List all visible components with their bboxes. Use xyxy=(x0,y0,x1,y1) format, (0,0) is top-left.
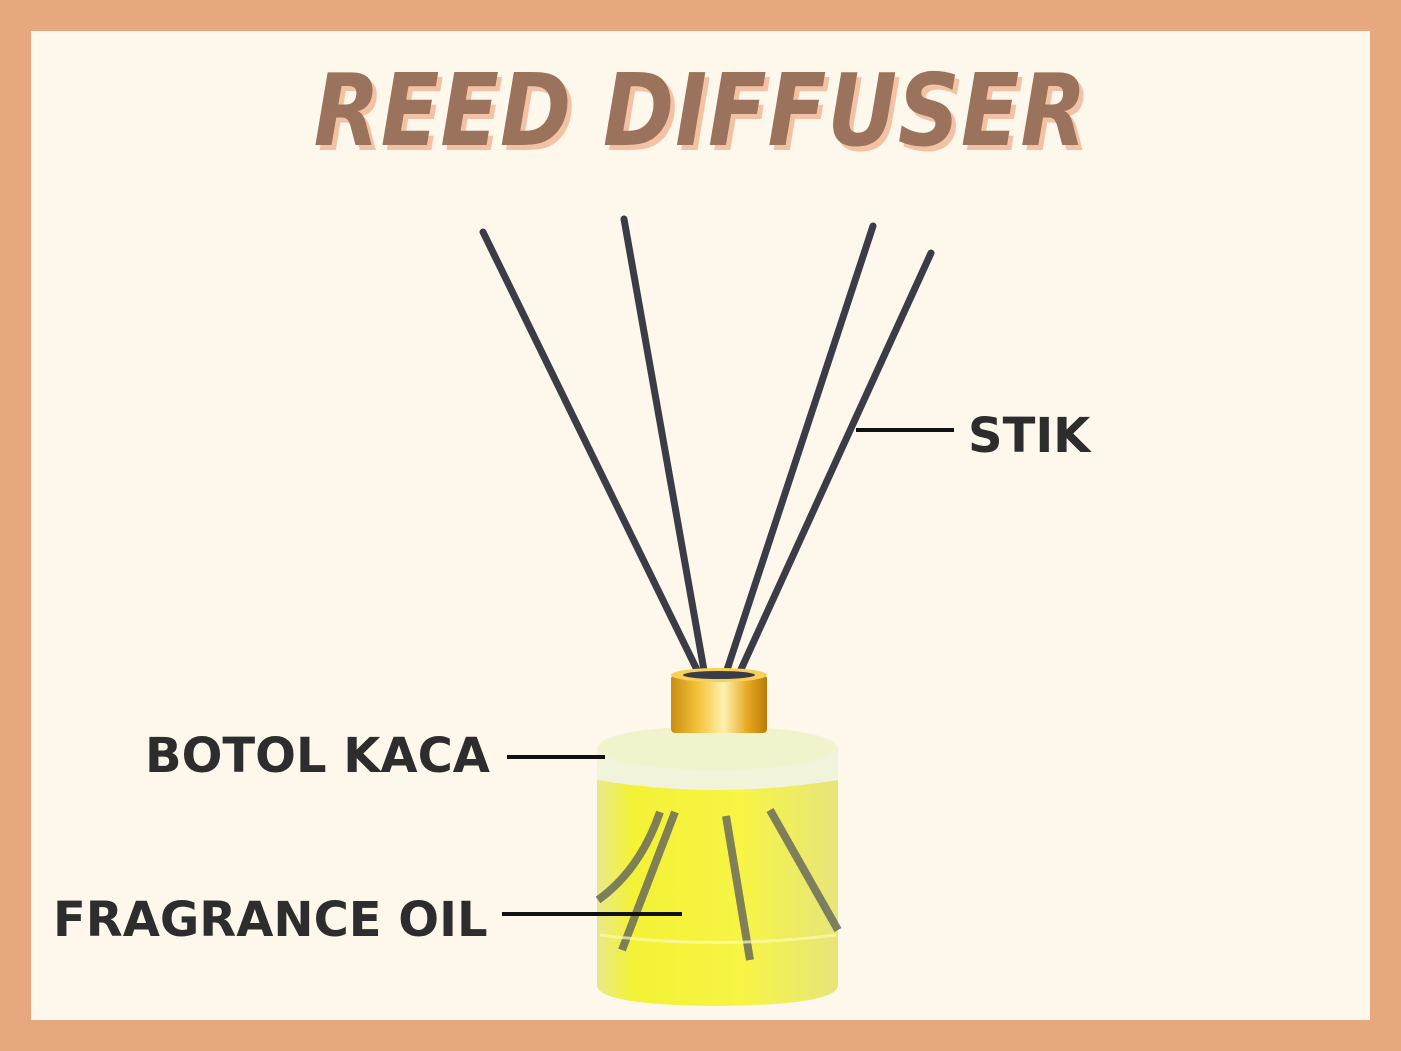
label-botol-kaca: BOTOL KACA xyxy=(145,728,490,784)
reed-sticks xyxy=(479,215,935,680)
leader-line-botol-kaca xyxy=(507,755,605,759)
leader-line-fragrance-oil xyxy=(502,912,682,916)
label-fragrance-oil: FRAGRANCE OIL xyxy=(53,892,488,948)
diagram-title: REED DIFFUSER xyxy=(313,52,1088,169)
gold-cap xyxy=(671,668,767,733)
glass-bottle xyxy=(595,726,842,1006)
label-stik: STIK xyxy=(968,408,1091,464)
leader-line-stik xyxy=(856,428,954,432)
